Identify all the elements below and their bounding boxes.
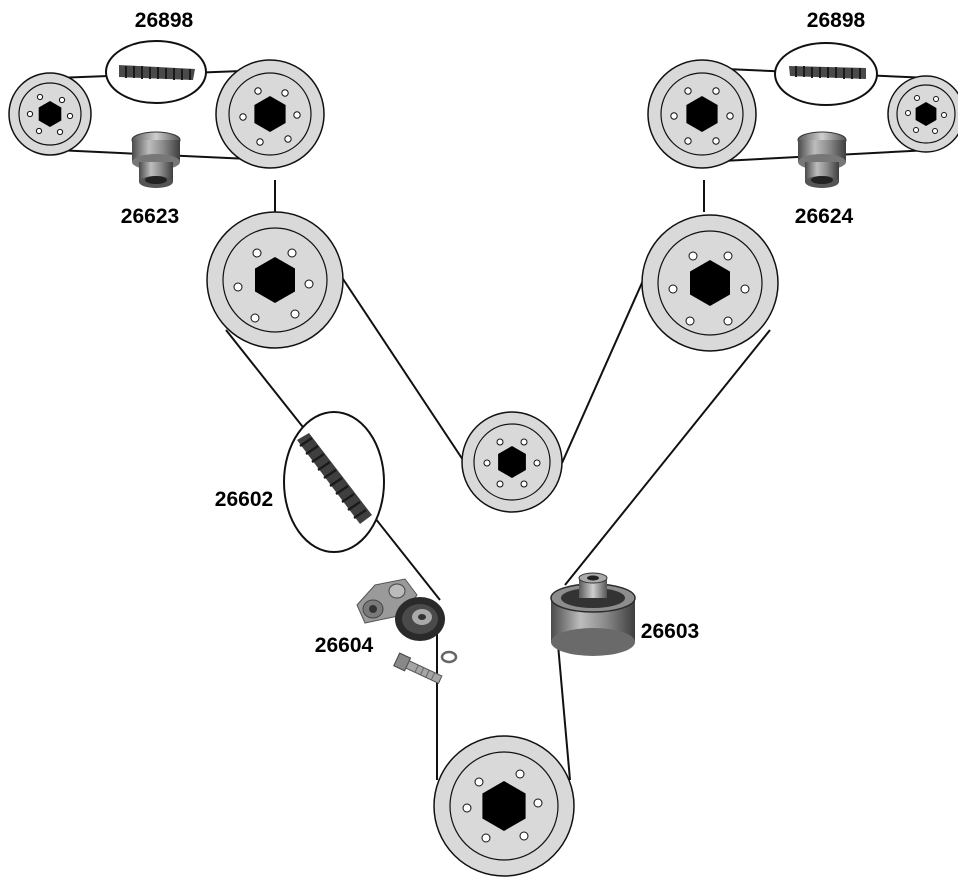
label-idler-right: 26624	[795, 205, 854, 228]
belt-callout-main	[283, 411, 385, 553]
label-main-belt: 26602	[215, 488, 273, 511]
pulley-cam-left	[206, 211, 344, 349]
idler-roller-icon	[797, 131, 847, 188]
pulley-upper-left-small	[8, 72, 92, 156]
belt-line	[561, 275, 646, 464]
belt-callout-upper-right	[774, 42, 878, 106]
pulley-upper-right-large	[647, 59, 757, 169]
toothed-belt-icon	[297, 433, 372, 524]
pulley-upper-right-small	[887, 75, 958, 153]
pulley-upper-left-large	[215, 59, 325, 169]
belt-line	[340, 275, 466, 464]
pulley-crank	[433, 735, 575, 877]
toothed-belt-icon	[119, 65, 195, 80]
idler-roller-icon	[131, 131, 181, 188]
label-tensioner: 26604	[315, 634, 374, 657]
idler-roller-icon	[550, 572, 636, 656]
belt-tensioner-icon	[356, 578, 458, 684]
toothed-belt-icon	[789, 66, 866, 79]
pulley-cam-right	[641, 214, 779, 352]
label-idler-lower: 26603	[641, 620, 699, 643]
label-idler-left: 26623	[121, 205, 179, 228]
belt-callout-upper-left	[105, 40, 207, 104]
label-belt-upper-right: 26898	[807, 9, 866, 32]
pulley-center	[461, 411, 563, 513]
belt-line	[564, 329, 771, 586]
label-belt-upper-left: 26898	[135, 9, 194, 32]
